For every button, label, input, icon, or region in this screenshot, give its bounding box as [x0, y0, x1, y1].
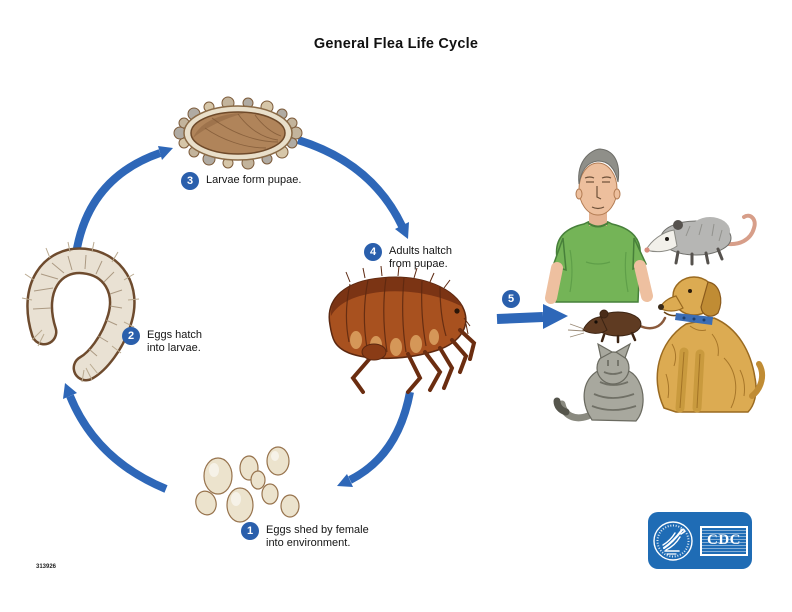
- dog-host-illustration: [656, 276, 766, 413]
- hhs-seal-icon: [653, 520, 693, 561]
- cycle-arrow-larva-to-pupa: [72, 146, 173, 255]
- cdc-wordmark: CDC: [707, 532, 741, 548]
- cycle-arrow-eggs-to-larva: [63, 383, 168, 493]
- stage-text-1: Eggs shed by female into environment.: [266, 524, 369, 549]
- cat-host-illustration: [553, 342, 644, 422]
- host-arrow: [496, 304, 568, 329]
- opossum-host-illustration: [644, 213, 757, 266]
- stage-badge-1: 1: [241, 522, 259, 540]
- stage-label-5: 5: [502, 290, 520, 308]
- human-host-illustration: [545, 148, 653, 304]
- rodent-host-illustration: [567, 309, 667, 344]
- cycle-arrow-pupa-to-adult: [296, 136, 409, 239]
- stage-badge-4: 4: [364, 243, 382, 261]
- figure-number: 313926: [36, 564, 57, 570]
- flea-pupa-illustration: [173, 96, 303, 170]
- page-title: General Flea Life Cycle: [313, 36, 479, 52]
- adult-flea-illustration: [328, 265, 477, 394]
- stage-text-3: Larvae form pupae.: [206, 174, 302, 186]
- cdc-wordmark-box: CDC: [700, 525, 748, 556]
- stage-label-1: 1 Eggs shed by female into environment.: [241, 522, 369, 550]
- stage-badge-5: 5: [502, 290, 520, 308]
- cycle-arrow-adult-to-eggs: [337, 391, 414, 487]
- cdc-logo: CDC: [648, 512, 752, 569]
- stage-label-4: 4 Adults haltch from pupae.: [364, 243, 452, 271]
- stage-text-2: Eggs hatch into larvae.: [147, 329, 203, 354]
- stage-badge-3: 3: [181, 172, 199, 190]
- stage-label-3: 3 Larvae form pupae.: [181, 172, 301, 190]
- stage-badge-2: 2: [122, 327, 140, 345]
- stage-label-2: 2 Eggs hatch into larvae.: [122, 327, 202, 355]
- flea-eggs-illustration: [195, 446, 300, 523]
- flea-larva-illustration: [21, 241, 140, 383]
- stage-text-4: Adults haltch from pupae.: [389, 245, 452, 270]
